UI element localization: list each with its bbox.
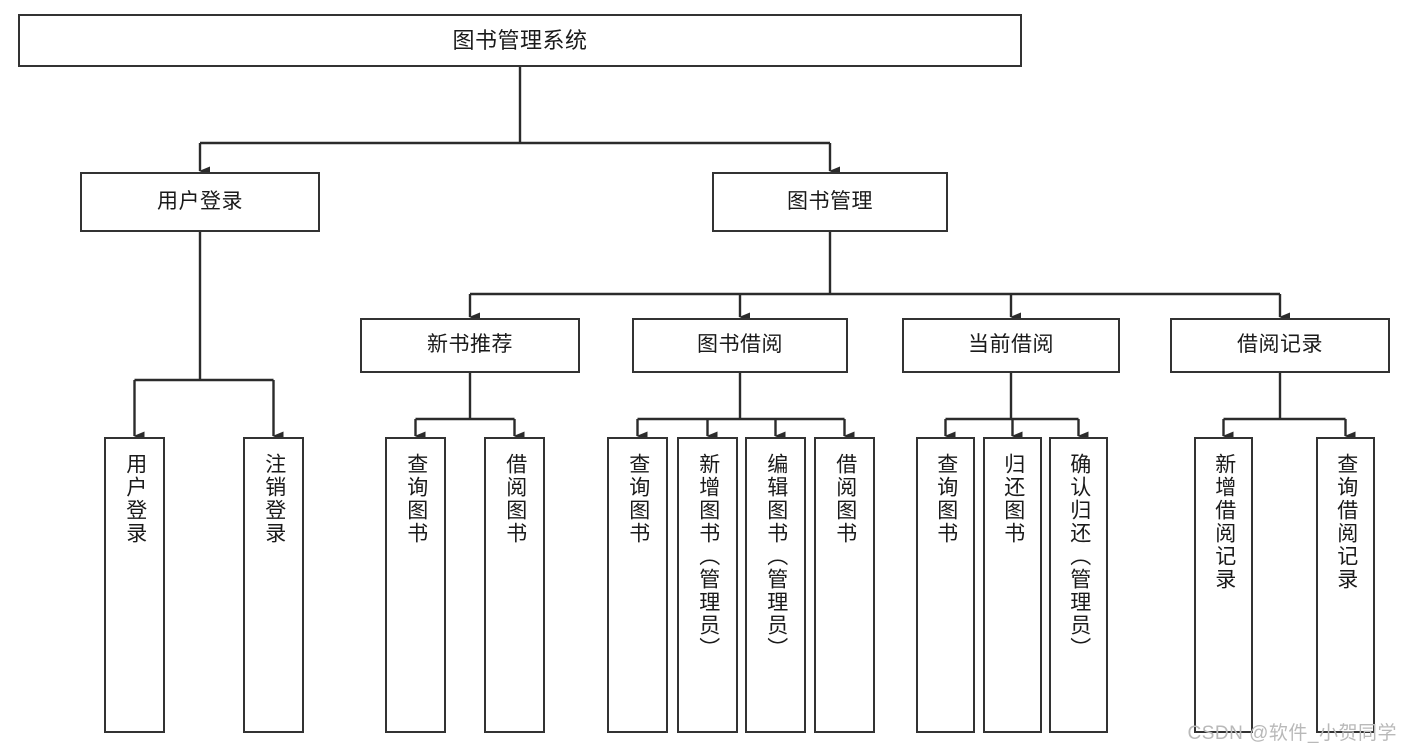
node-leaf-cur-3[interactable]: 确认归还（管理员） <box>1049 437 1108 733</box>
node-label: 当前借阅 <box>968 333 1054 357</box>
node-records[interactable]: 借阅记录 <box>1170 318 1390 373</box>
node-leaf-borrow-3[interactable]: 编辑图书（管理员） <box>745 437 806 733</box>
node-leaf-borrow-2[interactable]: 新增图书（管理员） <box>677 437 738 733</box>
node-label: 借阅图书 <box>833 453 857 545</box>
node-leaf-borrow-4[interactable]: 借阅图书 <box>814 437 875 733</box>
node-leaf-new-2[interactable]: 借阅图书 <box>484 437 545 733</box>
node-label: 借阅记录 <box>1237 333 1323 357</box>
node-borrow[interactable]: 图书借阅 <box>632 318 848 373</box>
node-leaf-cur-1[interactable]: 查询图书 <box>916 437 975 733</box>
node-label: 编辑图书（管理员） <box>764 453 788 660</box>
node-leaf-borrow-1[interactable]: 查询图书 <box>607 437 668 733</box>
node-label: 注销登录 <box>262 453 286 545</box>
node-label: 借阅图书 <box>503 453 527 545</box>
node-newbook[interactable]: 新书推荐 <box>360 318 580 373</box>
node-label: 归还图书 <box>1001 453 1025 545</box>
node-label: 确认归还（管理员） <box>1067 453 1091 660</box>
node-label: 查询图书 <box>626 453 650 545</box>
node-label: 新书推荐 <box>427 333 513 357</box>
node-leaf-rec-2[interactable]: 查询借阅记录 <box>1316 437 1375 733</box>
node-current[interactable]: 当前借阅 <box>902 318 1120 373</box>
node-root[interactable]: 图书管理系统 <box>18 14 1022 67</box>
node-label: 用户登录 <box>123 453 147 545</box>
node-label: 图书借阅 <box>697 333 783 357</box>
node-login[interactable]: 用户登录 <box>80 172 320 232</box>
node-leaf-rec-1[interactable]: 新增借阅记录 <box>1194 437 1253 733</box>
node-leaf-cur-2[interactable]: 归还图书 <box>983 437 1042 733</box>
node-label: 新增图书（管理员） <box>696 453 720 660</box>
node-label: 查询借阅记录 <box>1334 453 1358 591</box>
watermark-label: CSDN @软件_小贺同学 <box>1187 723 1397 744</box>
node-leaf-login-2[interactable]: 注销登录 <box>243 437 304 733</box>
node-leaf-new-1[interactable]: 查询图书 <box>385 437 446 733</box>
node-leaf-login-1[interactable]: 用户登录 <box>104 437 165 733</box>
node-label: 查询图书 <box>934 453 958 545</box>
node-label: 图书管理系统 <box>452 27 588 53</box>
node-label: 新增借阅记录 <box>1212 453 1236 591</box>
node-label: 查询图书 <box>404 453 428 545</box>
node-bookmgmt[interactable]: 图书管理 <box>712 172 948 232</box>
node-label: 用户登录 <box>157 189 243 213</box>
node-label: 图书管理 <box>787 189 873 213</box>
